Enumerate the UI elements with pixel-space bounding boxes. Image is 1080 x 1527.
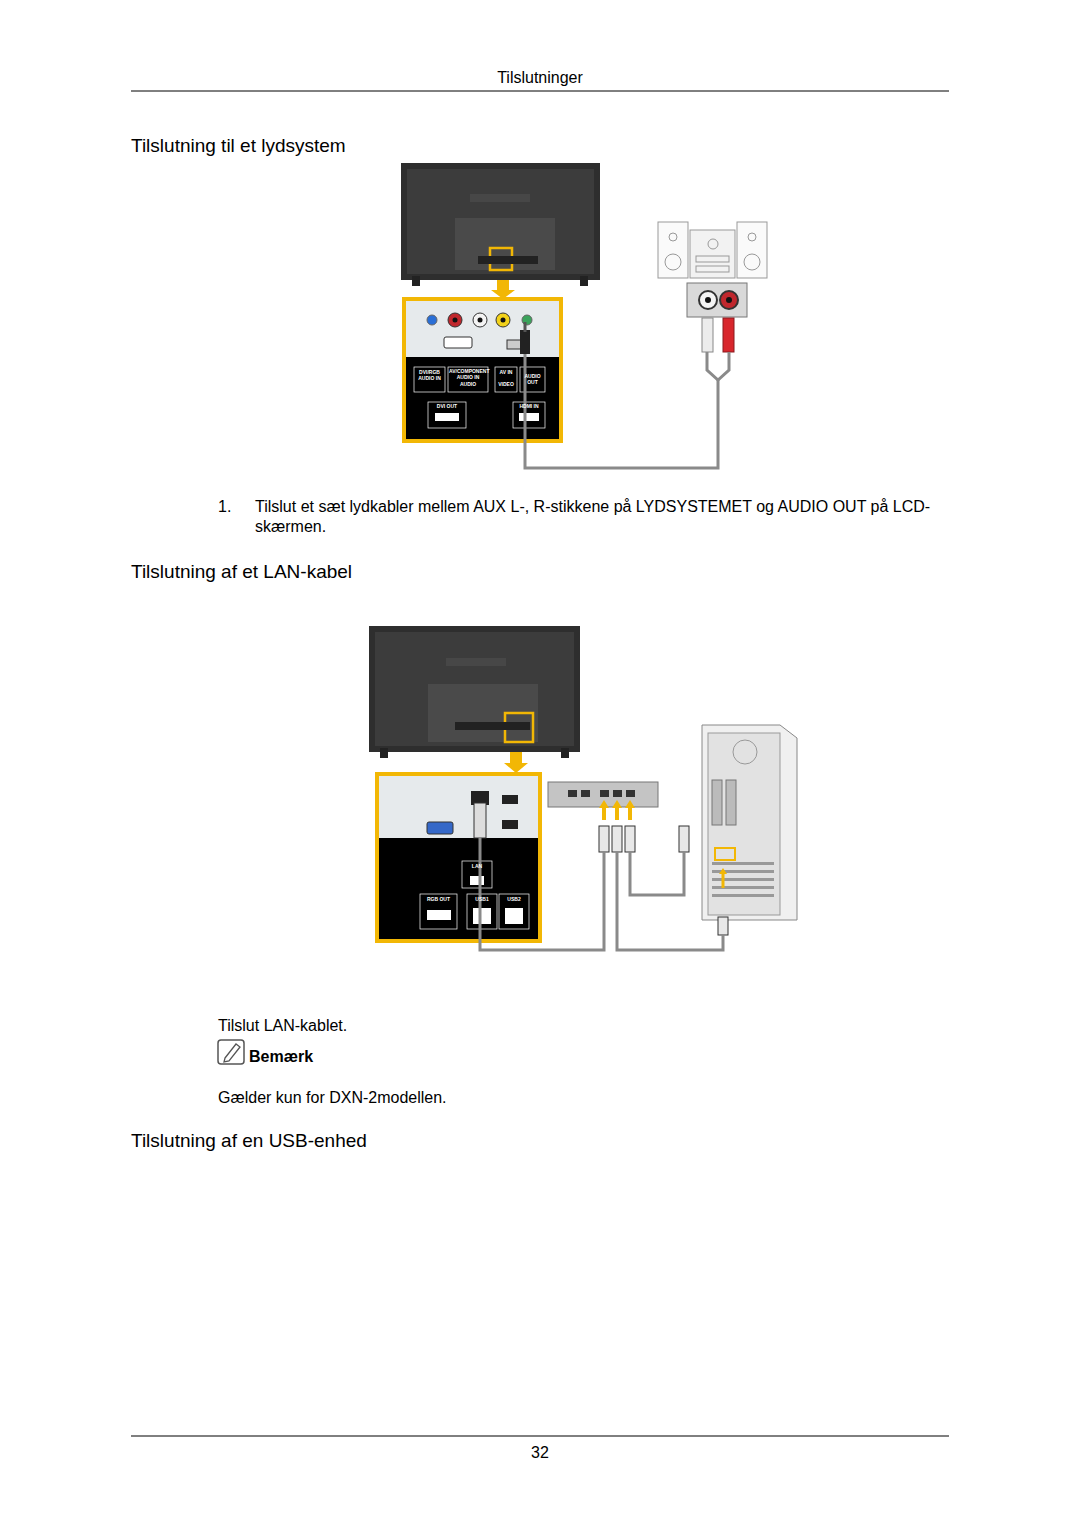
network-switch: [548, 782, 689, 852]
port-panel-1: [404, 299, 561, 441]
zoom-arrow: [504, 752, 528, 773]
note-icon: [218, 1040, 244, 1064]
header-rule: [131, 91, 949, 92]
note-heading: Bemærk: [249, 1047, 369, 1067]
port-label: DVI OUT: [429, 404, 465, 410]
pc-tower: [702, 725, 797, 935]
port-label: USB1: [468, 897, 496, 903]
instruction-text: Tilslut LAN-kablet.: [218, 1016, 618, 1036]
audio-cable: [525, 354, 718, 468]
port-label: RGB OUT: [421, 897, 456, 903]
step-text: Tilslut et sæt lydkabler mellem AUX L-, …: [255, 497, 955, 537]
port-label: LAN: [463, 864, 491, 870]
audio-system: [658, 222, 767, 380]
port-label: HDMI IN: [514, 404, 544, 410]
section-heading: Tilslutning af en USB-enhed: [131, 1129, 631, 1153]
step-number: 1.: [218, 497, 248, 517]
port-label: VIDEO: [496, 382, 516, 388]
port-panel-2: [377, 774, 540, 941]
monitor-back-1: [401, 163, 600, 286]
page-number: 32: [500, 1443, 580, 1463]
monitor-back-2: [369, 626, 580, 758]
port-label: AV IN: [496, 370, 516, 376]
note-text: Gælder kun for DXN-2modellen.: [218, 1088, 668, 1108]
port-label: AV/COMPONENT AUDIO IN: [449, 369, 487, 380]
port-label: AUDIO: [449, 382, 487, 388]
running-header: Tilslutninger: [440, 68, 640, 88]
port-label: AUDIO OUT: [521, 374, 544, 385]
zoom-arrow: [491, 280, 515, 299]
port-label: DVI/RGB AUDIO IN: [415, 370, 444, 381]
section-heading: Tilslutning af et LAN-kabel: [131, 560, 631, 584]
section-heading: Tilslutning til et lydsystem: [131, 134, 631, 158]
lan-cables: [480, 838, 723, 950]
footer-rule: [131, 1436, 949, 1437]
port-label: USB2: [500, 897, 528, 903]
